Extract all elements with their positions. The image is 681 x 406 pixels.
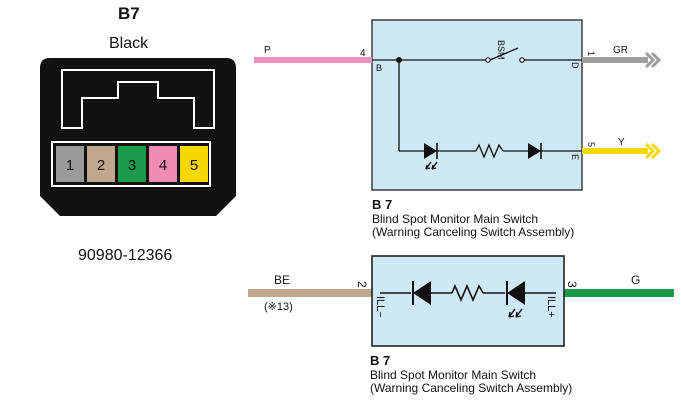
d1-pin-top-right-num: 1 — [586, 51, 596, 56]
d2-caption-line1: Blind Spot Monitor Main Switch — [370, 368, 537, 382]
connector-pin-number: 2 — [97, 157, 105, 174]
connector-pin-3 — [118, 146, 146, 182]
d2-pin-right-label: ILL+ — [545, 296, 557, 318]
d2-caption-id: B 7 — [370, 353, 391, 368]
d2-led-icon — [507, 281, 525, 305]
d1-diode-icon — [528, 143, 541, 159]
d1-wire-bottom-right-color: Y — [618, 137, 625, 148]
d2-caption-line2: (Warning Canceling Switch Assembly) — [370, 381, 573, 395]
d1-switch-blade — [489, 47, 519, 61]
connector-title: B7 — [118, 4, 140, 23]
d2-pin-right-num: 3 — [565, 281, 579, 288]
connector-color-label: Black — [109, 35, 149, 52]
d2-led-light-arrows — [508, 308, 523, 318]
d2-wire-left-note: (※13) — [264, 301, 293, 313]
connector-cavity — [61, 69, 215, 129]
d1-component-box — [371, 19, 583, 191]
d1-resistor-icon — [475, 143, 504, 159]
connector-pin-number: 3 — [128, 157, 136, 174]
d1-wire-top-right-color: GR — [613, 45, 628, 56]
d1-caption-line1: Blind Spot Monitor Main Switch — [372, 212, 539, 226]
d1-pin-left-label: B — [376, 63, 382, 73]
d1-led-icon — [424, 143, 437, 159]
connector-pin-5 — [180, 146, 208, 182]
connector-pin-number: 4 — [159, 157, 167, 174]
connector-pin-2 — [87, 146, 115, 182]
d2-pin-left-label: ILL− — [374, 296, 386, 318]
d1-arrow-gray — [644, 51, 662, 69]
d1-pin-bottom-right-label: E — [570, 154, 580, 160]
d1-pin-bottom-right-num: 5 — [586, 142, 596, 147]
d1-wire-left-color: P — [264, 45, 271, 56]
connector-pin-number: 1 — [66, 157, 74, 174]
connector-pin-number: 5 — [190, 157, 198, 174]
connector-pin-1 — [56, 146, 84, 182]
connector-pin-4 — [149, 146, 177, 182]
d2-pin-left-num: 2 — [355, 281, 369, 288]
connector-pin-frame — [51, 141, 211, 187]
d1-arrow-yellow — [644, 142, 662, 160]
d2-wire-left-color: BE — [274, 273, 290, 287]
connector-part-number: 90980-12366 — [78, 247, 173, 264]
d2-component-box — [371, 255, 565, 347]
d2-wire-right-color: G — [631, 273, 640, 287]
d1-caption-id: B 7 — [372, 197, 393, 212]
d1-led-light-arrows — [425, 161, 438, 170]
d2-resistor-icon — [451, 283, 484, 303]
d1-pin-top-right-label: D — [570, 62, 580, 69]
d1-caption-line2: (Warning Canceling Switch Assembly) — [372, 225, 575, 239]
d1-pin-left-num: 4 — [360, 48, 366, 59]
d2-diode-icon — [413, 281, 431, 305]
d1-switch-label: BSM — [496, 40, 506, 60]
